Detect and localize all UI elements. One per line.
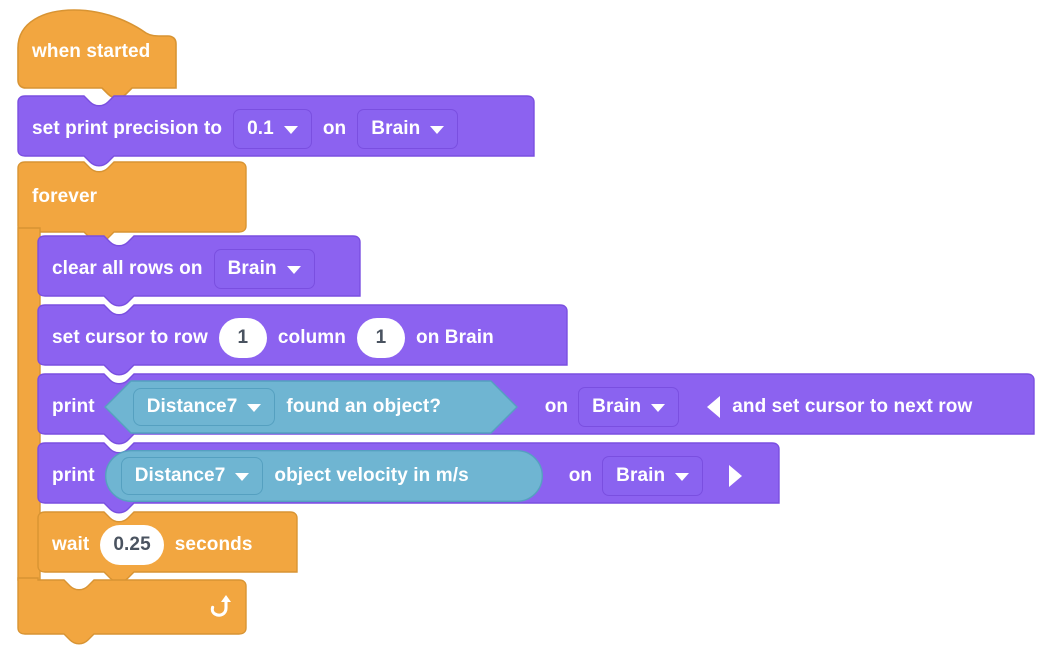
block-set-print-precision[interactable]: set print precision to 0.1 on Brain <box>17 95 535 167</box>
reporter-found-object-label: found an object? <box>286 396 442 417</box>
block-forever-head[interactable]: forever <box>17 161 247 243</box>
forever-label: forever <box>32 186 98 207</box>
expand-right-arrow-icon[interactable] <box>729 465 743 487</box>
sensor-dropdown-found-object[interactable]: Distance7 <box>132 388 276 426</box>
forever-spine-shape <box>17 227 41 581</box>
reporter-object-velocity-label: object velocity in m/s <box>274 465 469 486</box>
set-print-precision-label-before: set print precision to <box>32 118 223 139</box>
wait-label-after: seconds <box>174 534 253 555</box>
cursor-column-input[interactable]: 1 <box>357 318 406 358</box>
wait-label-before: wait <box>52 534 90 555</box>
print-object-velocity-label: print <box>52 465 95 486</box>
chevron-down-icon <box>235 472 250 481</box>
device-dropdown-precision-value: Brain <box>371 118 421 139</box>
set-print-precision-label-middle: on <box>322 118 347 139</box>
wait-seconds-input[interactable]: 0.25 <box>100 525 164 565</box>
block-when-started[interactable]: when started <box>17 8 177 99</box>
reporter-distance-object-velocity[interactable]: Distance7 object velocity in m/s <box>104 449 543 502</box>
block-print-object-velocity[interactable]: print Distance7 object velocity in m/s o… <box>37 442 780 514</box>
chevron-down-icon <box>286 265 301 274</box>
set-cursor-label-after: on Brain <box>416 327 494 348</box>
block-clear-all-rows[interactable]: clear all rows on Brain <box>37 235 361 307</box>
chevron-down-icon <box>651 403 666 412</box>
print-object-velocity-label-middle: on <box>568 465 593 486</box>
sensor-dropdown-object-velocity-value: Distance7 <box>134 465 226 486</box>
device-dropdown-clear-rows[interactable]: Brain <box>213 249 315 289</box>
cursor-column-value: 1 <box>375 327 387 348</box>
device-dropdown-print-found-object[interactable]: Brain <box>578 387 680 427</box>
cursor-row-input[interactable]: 1 <box>218 318 267 358</box>
when-started-label: when started <box>32 41 151 62</box>
block-print-found-object[interactable]: print Distance7 found an object? on Brai… <box>37 373 1035 445</box>
set-cursor-label-middle: column <box>277 327 347 348</box>
precision-dropdown-value: 0.1 <box>247 118 274 139</box>
chevron-down-icon <box>675 472 690 481</box>
forever-left-spine <box>17 227 41 581</box>
loop-repeat-arrow-icon <box>210 595 231 617</box>
device-dropdown-precision[interactable]: Brain <box>357 109 459 149</box>
device-dropdown-print-object-velocity-value: Brain <box>616 465 666 486</box>
sensor-dropdown-found-object-value: Distance7 <box>146 396 238 417</box>
device-dropdown-clear-rows-value: Brain <box>227 258 277 279</box>
chevron-down-icon <box>430 125 445 134</box>
chevron-down-icon <box>283 125 298 134</box>
device-dropdown-print-object-velocity[interactable]: Brain <box>602 456 704 496</box>
collapse-left-arrow-icon[interactable] <box>707 396 721 418</box>
reporter-distance-found-object[interactable]: Distance7 found an object? <box>103 380 518 434</box>
chevron-down-icon <box>247 403 262 412</box>
block-wait[interactable]: wait 0.25 seconds <box>37 511 298 583</box>
cursor-row-value: 1 <box>237 327 249 348</box>
print-found-object-label: print <box>52 396 95 417</box>
print-found-object-label-middle: on <box>544 396 569 417</box>
wait-seconds-value: 0.25 <box>113 534 151 555</box>
clear-all-rows-label: clear all rows on <box>52 258 203 279</box>
block-forever-footer[interactable] <box>17 577 247 645</box>
device-dropdown-print-found-object-value: Brain <box>592 396 642 417</box>
sensor-dropdown-object-velocity[interactable]: Distance7 <box>120 457 264 495</box>
block-set-cursor[interactable]: set cursor to row 1 column 1 on Brain <box>37 304 568 376</box>
set-cursor-label-before: set cursor to row <box>52 327 208 348</box>
precision-dropdown[interactable]: 0.1 <box>233 109 312 149</box>
print-found-object-label-after: and set cursor to next row <box>732 396 973 417</box>
